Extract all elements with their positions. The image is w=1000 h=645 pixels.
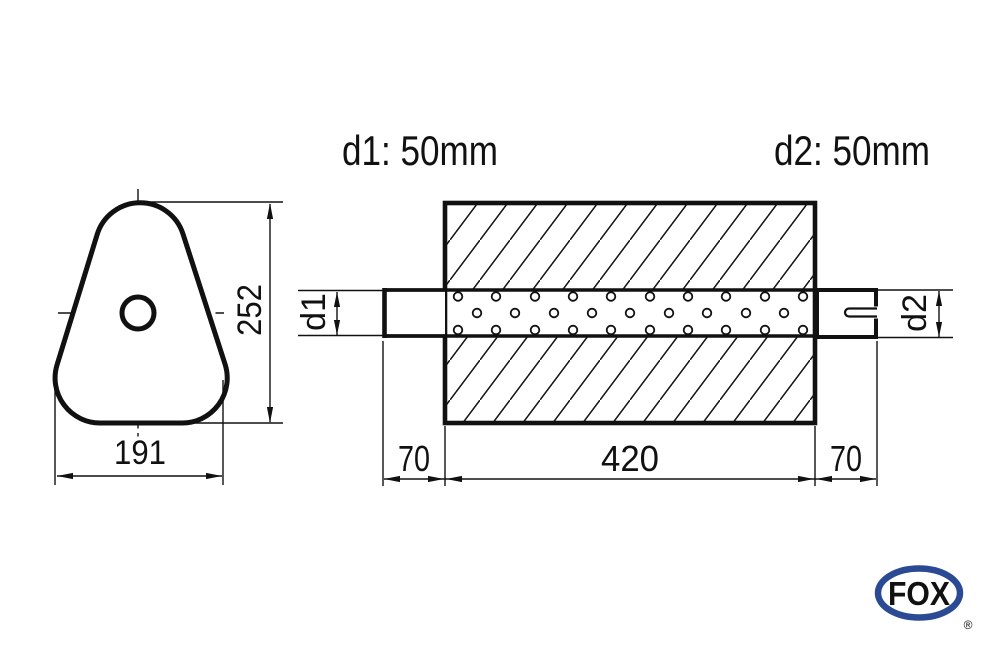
arrowhead-down — [266, 407, 274, 423]
arrowhead-up — [266, 203, 274, 219]
center-hole — [119, 294, 157, 332]
dim-lengths: 70 420 70 — [382, 341, 878, 486]
arrowhead-left — [446, 475, 462, 483]
arrowhead-up — [935, 291, 943, 306]
arrowhead-right — [860, 475, 876, 483]
fox-logo-text: FOX — [888, 575, 950, 612]
arrowhead-left — [384, 475, 400, 483]
dim-value-height: 252 — [231, 284, 269, 336]
drawing-root: 252 191 — [52, 127, 973, 632]
dim-value-outlet: 70 — [830, 438, 862, 479]
dim-width-191: 191 — [54, 371, 224, 485]
side-view: d1 d2 — [295, 200, 953, 486]
cross-section-view: 252 191 — [52, 189, 283, 485]
dim-height-252: 252 — [144, 201, 283, 424]
arrowhead-down — [935, 322, 943, 337]
d1-callout-label: d1: 50mm — [342, 127, 498, 174]
arrowhead-up — [333, 292, 341, 307]
perforation-holes — [452, 291, 809, 336]
dim-d1: d1 — [295, 289, 383, 337]
d2-callout-label: d2: 50mm — [774, 127, 930, 174]
inlet-pipe — [382, 288, 447, 338]
outlet-pipe — [815, 288, 879, 339]
fox-logo: FOX ® — [874, 565, 973, 632]
fox-logo-ellipse — [874, 565, 964, 621]
registered-mark: ® — [964, 618, 973, 632]
arrowhead-right — [428, 475, 444, 483]
arrowhead-right — [206, 472, 222, 480]
hatching-top — [447, 205, 813, 289]
dim-value-width: 191 — [114, 434, 166, 472]
arrowhead-right — [798, 475, 814, 483]
dim-label-d1: d1 — [295, 293, 333, 331]
dim-value-body: 420 — [601, 438, 659, 479]
outlet-slot — [843, 307, 877, 318]
arrowhead-left — [816, 475, 832, 483]
hatching-bottom — [447, 337, 813, 421]
arrowhead-down — [333, 320, 341, 335]
arrowhead-left — [57, 472, 73, 480]
dim-value-inlet: 70 — [398, 438, 430, 479]
dim-label-d2: d2 — [896, 294, 934, 332]
dim-d2: d2 — [877, 289, 953, 339]
